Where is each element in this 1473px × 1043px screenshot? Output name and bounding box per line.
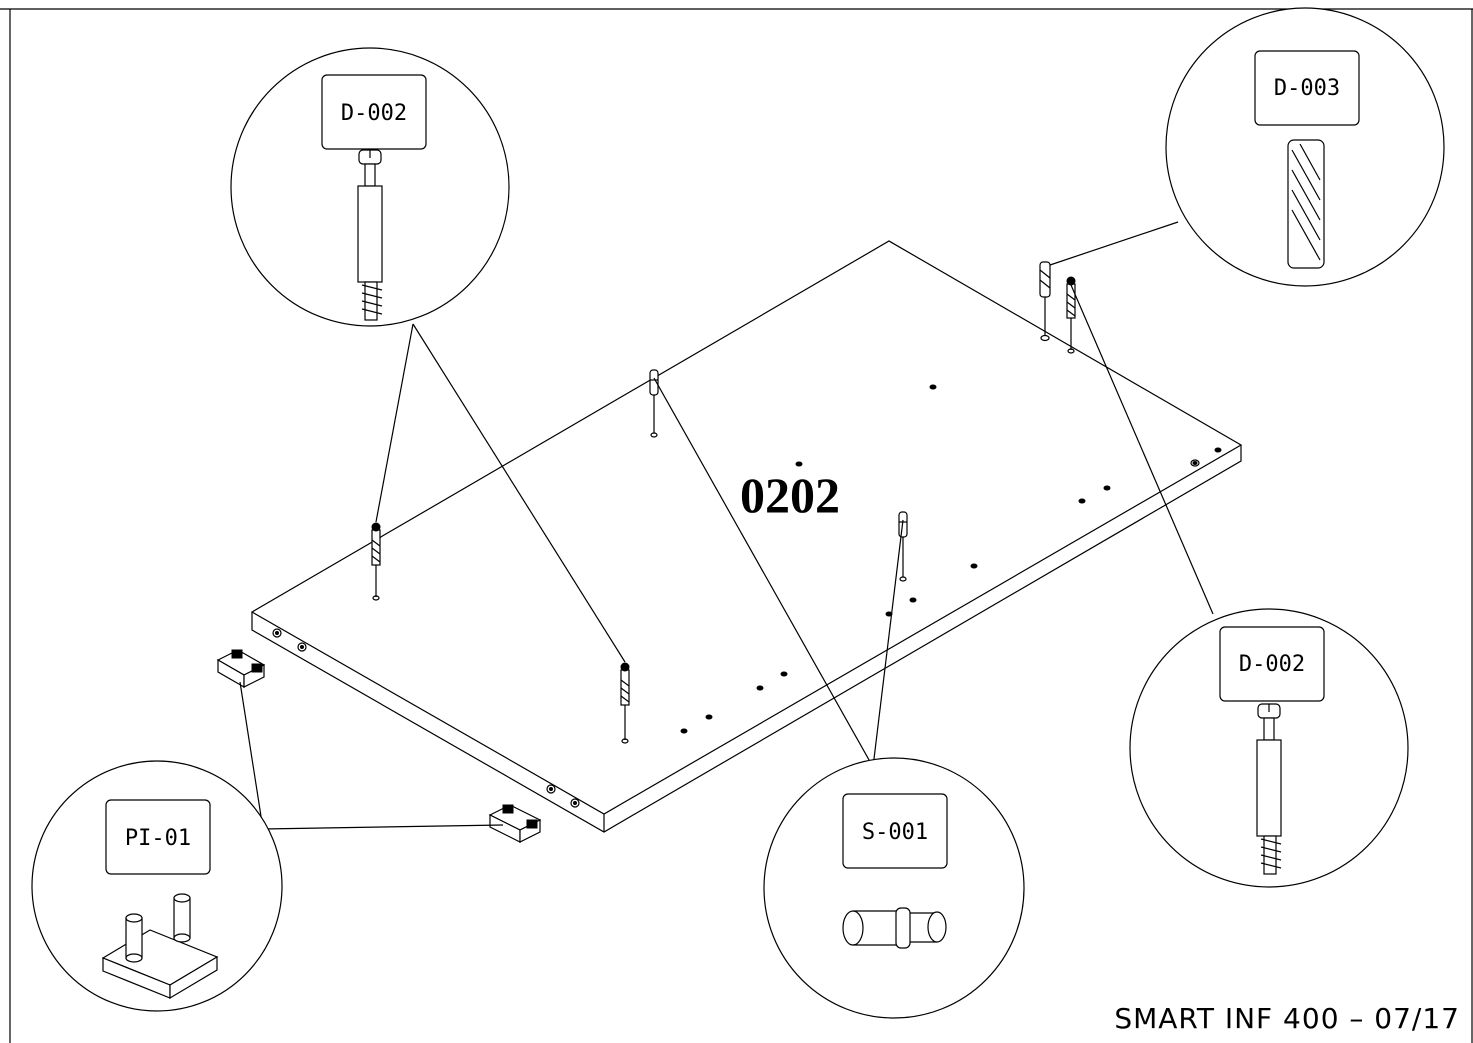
shelf-support-pin-icon: [842, 907, 947, 949]
leader-lines: [239, 221, 1214, 830]
dowel-icon: [1039, 261, 1051, 342]
cam-bolt-icon: [1256, 703, 1282, 875]
frame-border: [0, 8, 1473, 1043]
part-code-box: [321, 74, 427, 150]
part-code-label: D-002: [341, 101, 407, 126]
part-code-label: PI-01: [125, 826, 191, 851]
board-panel: [250, 240, 1243, 833]
plastic-foot-icon: [216, 649, 266, 689]
cam-bolt-icon: [371, 522, 381, 601]
callout-d002-right: D-002: [1129, 608, 1409, 888]
plastic-foot-icon: [488, 804, 542, 843]
callout-pi01: PI-01: [31, 760, 283, 1012]
wooden-dowel-icon: [1287, 139, 1325, 269]
drawing-footer: SMART INF 400 – 07/17: [1114, 1002, 1460, 1035]
part-number: 0202: [740, 467, 840, 523]
part-code-box: [105, 799, 211, 875]
part-code-box: [1219, 626, 1325, 702]
callout-d003: D-003: [1165, 7, 1445, 287]
shelf-pin-icon: [649, 369, 659, 438]
callout-s001: S-001: [763, 757, 1025, 1019]
part-code-label: D-003: [1274, 76, 1340, 101]
part-code-box: [842, 793, 948, 869]
callout-d002-top: D-002: [230, 47, 510, 327]
part-code-label: S-001: [862, 820, 928, 845]
part-code-box: [1254, 50, 1360, 126]
cam-bolt-icon: [620, 662, 630, 744]
cam-bolt-icon: [1066, 276, 1076, 354]
part-code-label: D-002: [1239, 652, 1305, 677]
plastic-foot-icon: [101, 893, 219, 1000]
cam-bolt-icon: [357, 149, 383, 321]
board-holes: [272, 384, 1222, 808]
